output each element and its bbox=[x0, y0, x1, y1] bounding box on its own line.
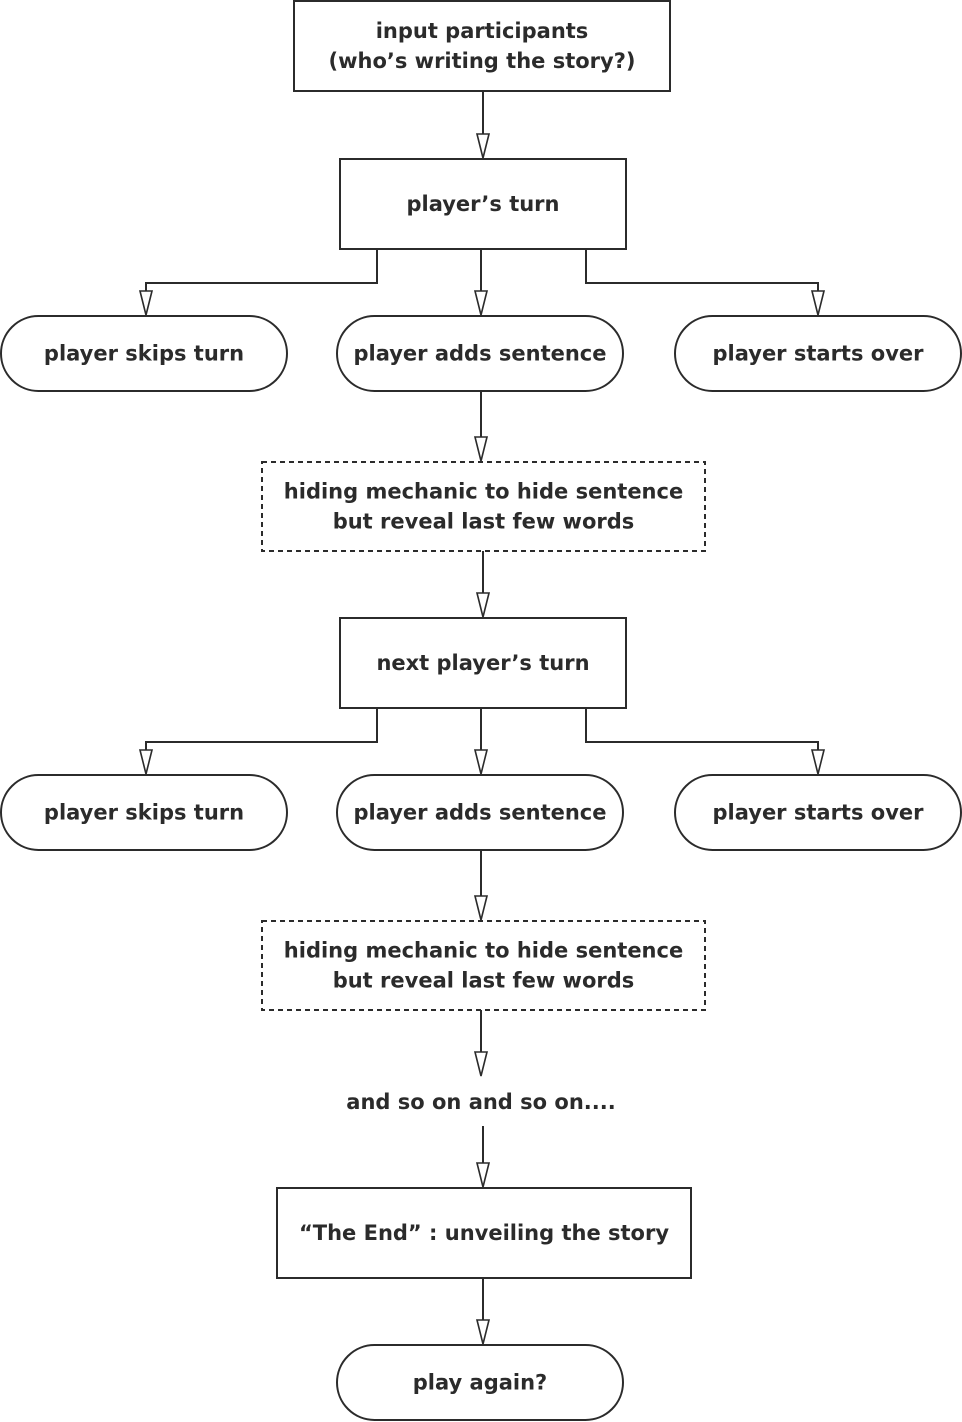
node-hide1: hiding mechanic to hide sentence but reve… bbox=[261, 461, 706, 552]
edge-input-to-turn1 bbox=[475, 91, 491, 159]
node-label: player’s turn bbox=[406, 192, 559, 216]
node-label: player starts over bbox=[713, 801, 925, 825]
dashed-box bbox=[261, 920, 706, 1011]
node-label: player starts over bbox=[713, 342, 925, 366]
node-end: “The End” : unveiling the story bbox=[276, 1187, 692, 1279]
node-again: play again? bbox=[336, 1344, 624, 1421]
arrowhead bbox=[475, 133, 491, 159]
arrowhead bbox=[473, 895, 489, 921]
node-label: hiding mechanic to hide sentence bbox=[284, 480, 683, 504]
process-box bbox=[339, 158, 627, 250]
edge-turn2-to-skip2 bbox=[138, 708, 378, 775]
edge-hide1-to-turn2 bbox=[475, 551, 491, 618]
node-over2: player starts over bbox=[674, 774, 962, 851]
node-label: but reveal last few words bbox=[333, 510, 635, 534]
arrowhead bbox=[473, 749, 489, 775]
arrowhead bbox=[475, 1162, 491, 1188]
arrowhead bbox=[475, 592, 491, 618]
edge-add1-to-hide1 bbox=[473, 391, 489, 462]
node-turn1: player’s turn bbox=[339, 158, 627, 250]
arrowhead bbox=[473, 436, 489, 462]
node-hide2: hiding mechanic to hide sentence but reve… bbox=[261, 920, 706, 1011]
node-label: (who’s writing the story?) bbox=[329, 49, 636, 73]
edges bbox=[138, 91, 826, 1345]
edge-turn1-to-add1 bbox=[473, 249, 489, 316]
process-box bbox=[276, 1187, 692, 1279]
edge-line bbox=[585, 249, 819, 303]
arrowhead bbox=[810, 290, 826, 316]
node-label: “The End” : unveiling the story bbox=[299, 1221, 669, 1245]
process-box bbox=[339, 617, 627, 709]
terminal-pill bbox=[336, 774, 624, 851]
node-label: player skips turn bbox=[44, 342, 244, 366]
terminal-pill bbox=[0, 315, 288, 392]
terminal-pill bbox=[336, 315, 624, 392]
node-label: player skips turn bbox=[44, 801, 244, 825]
text-backdrop bbox=[320, 1078, 642, 1126]
process-box bbox=[293, 0, 671, 92]
node-over1: player starts over bbox=[674, 315, 962, 392]
arrowhead bbox=[473, 290, 489, 316]
node-label: and so on and so on.... bbox=[346, 1090, 615, 1114]
arrowhead bbox=[138, 749, 154, 775]
node-skip2: player skips turn bbox=[0, 774, 288, 851]
terminal-pill bbox=[674, 315, 962, 392]
node-etc: and so on and so on.... bbox=[320, 1078, 642, 1126]
edge-add2-to-hide2 bbox=[473, 850, 489, 921]
edge-line bbox=[145, 708, 378, 762]
node-label: play again? bbox=[413, 1371, 547, 1395]
edge-turn1-to-over1 bbox=[585, 249, 826, 316]
node-add2: player adds sentence bbox=[336, 774, 624, 851]
node-label: player adds sentence bbox=[353, 801, 606, 825]
node-add1: player adds sentence bbox=[336, 315, 624, 392]
edge-line bbox=[585, 708, 819, 762]
node-turn2: next player’s turn bbox=[339, 617, 627, 709]
node-label: player adds sentence bbox=[353, 342, 606, 366]
edge-end-to-again bbox=[475, 1278, 491, 1345]
terminal-pill bbox=[0, 774, 288, 851]
edge-etc-to-end bbox=[475, 1126, 491, 1188]
node-input: input participants (who’s writing the sto… bbox=[293, 0, 671, 92]
terminal-pill bbox=[336, 1344, 624, 1421]
arrowhead bbox=[138, 290, 154, 316]
node-skip1: player skips turn bbox=[0, 315, 288, 392]
dashed-box bbox=[261, 461, 706, 552]
node-label: next player’s turn bbox=[376, 651, 589, 675]
arrowhead bbox=[810, 749, 826, 775]
arrowhead bbox=[473, 1051, 489, 1077]
terminal-pill bbox=[674, 774, 962, 851]
arrowhead bbox=[475, 1319, 491, 1345]
edge-turn1-to-skip1 bbox=[138, 249, 378, 316]
edge-line bbox=[145, 249, 378, 303]
edge-hide2-to-etc bbox=[473, 1010, 489, 1077]
edge-turn2-to-add2 bbox=[473, 708, 489, 775]
node-label: hiding mechanic to hide sentence bbox=[284, 939, 683, 963]
node-label: but reveal last few words bbox=[333, 969, 635, 993]
edge-turn2-to-over2 bbox=[585, 708, 826, 775]
node-label: input participants bbox=[376, 19, 589, 43]
